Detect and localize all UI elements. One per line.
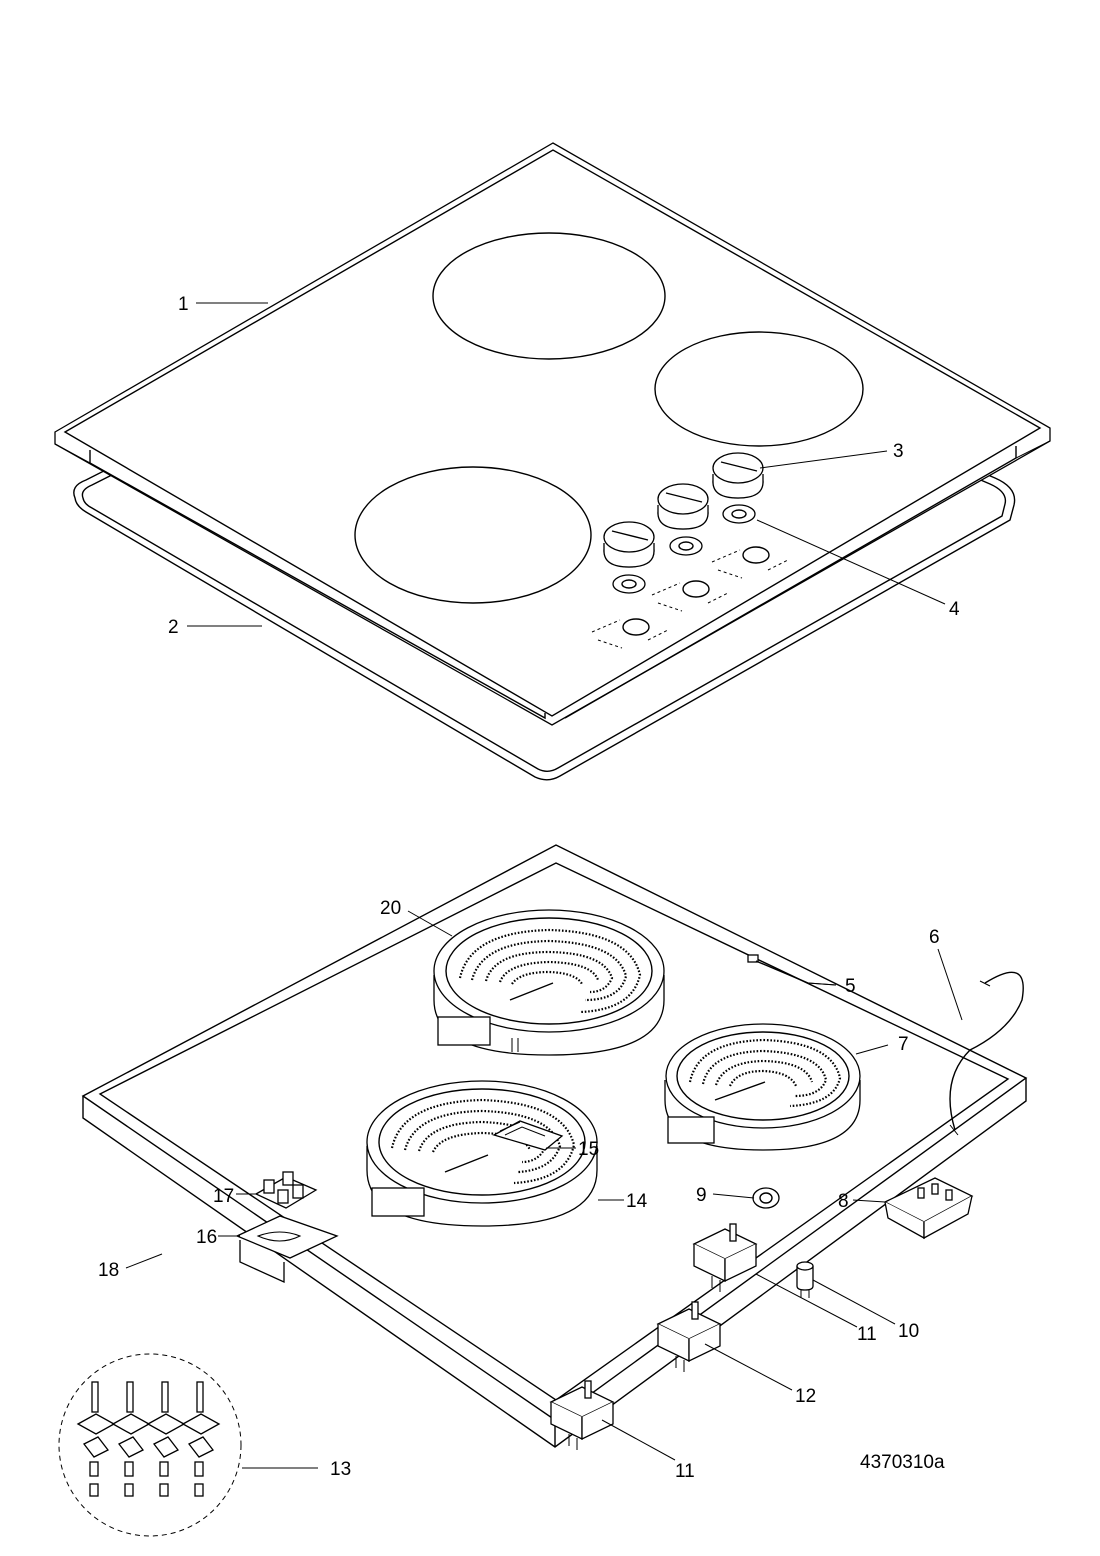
cooktop-glass: [54, 142, 1051, 726]
radiant-element-7: [664, 1023, 861, 1151]
callout-4: 4: [949, 599, 960, 620]
callout-labels: 1 2 3 4 20 6 5 7 15 17 9 8 16 14 18 10 1…: [98, 294, 960, 1482]
control-knob: [657, 483, 709, 530]
infinite-switch-12: [656, 1301, 722, 1372]
callout-6: 6: [929, 927, 940, 948]
terminal-box-8: [883, 1177, 974, 1240]
hardware-column: [181, 1381, 221, 1497]
callout-17: 17: [213, 1186, 234, 1207]
callout-16: 16: [196, 1227, 217, 1248]
callout-11-lower: 11: [675, 1461, 695, 1482]
callout-10: 10: [898, 1321, 919, 1342]
control-knobs: [603, 452, 764, 594]
hardware-column: [76, 1381, 116, 1497]
radiant-element-20: [433, 909, 665, 1056]
pilot-light-10: [796, 1261, 814, 1298]
callout-20: 20: [380, 898, 401, 919]
callout-9: 9: [696, 1185, 707, 1206]
control-scale-markings: [591, 546, 789, 649]
knob-bezel: [669, 536, 703, 556]
power-cord-6: [937, 948, 1024, 1136]
callout-12: 12: [795, 1386, 816, 1407]
callout-18: 18: [98, 1260, 119, 1281]
callout-1: 1: [178, 294, 189, 315]
grommet-9: [752, 1187, 780, 1209]
callout-7: 7: [898, 1034, 909, 1055]
callout-11-upper: 11: [857, 1324, 877, 1345]
callout-13: 13: [330, 1459, 351, 1480]
callout-8: 8: [838, 1191, 849, 1212]
hardware-kit-13: [58, 1353, 242, 1537]
leader-lines-top: [187, 302, 946, 627]
callout-3: 3: [893, 441, 904, 462]
burner-markings: [354, 232, 864, 604]
terminal-block-17: [254, 1171, 318, 1209]
hardware-column: [146, 1381, 186, 1497]
infinite-switch-11-upper: [692, 1223, 758, 1292]
knob-bezel: [722, 504, 756, 524]
radiant-element-14: [366, 1080, 598, 1227]
callout-14: 14: [626, 1191, 648, 1212]
cooktop-box: [81, 844, 1028, 1448]
hardware-column: [111, 1381, 151, 1497]
insulator-16: [235, 1215, 339, 1284]
bracket-15: [492, 1120, 564, 1151]
gasket-frame: [73, 267, 1016, 781]
infinite-switch-11-lower: [549, 1380, 615, 1450]
cable-tie-5: [747, 954, 837, 986]
control-knob: [603, 521, 655, 568]
knob-bezel: [612, 574, 646, 594]
callout-15: 15: [578, 1139, 599, 1160]
control-knob: [712, 452, 764, 499]
document-number: 4370310a: [860, 1452, 945, 1473]
leader-lines-bottom: [125, 910, 896, 1469]
callout-5: 5: [845, 976, 856, 997]
callout-2: 2: [168, 617, 179, 638]
